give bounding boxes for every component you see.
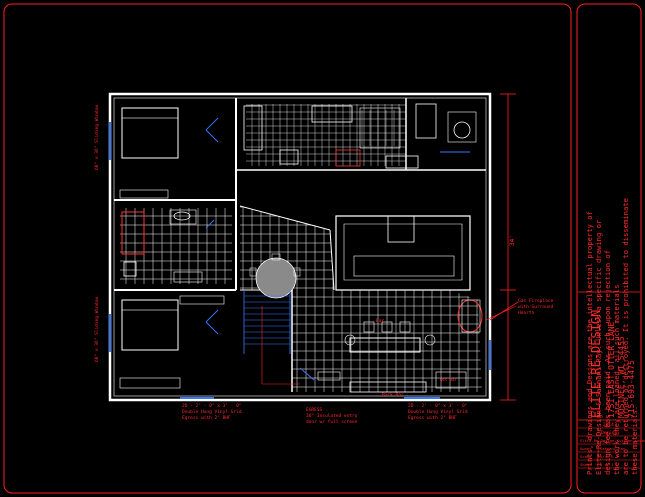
bar-label: Bar [376, 318, 384, 324]
round-table [255, 257, 297, 299]
fireplace-label-l3: Hearth [518, 310, 535, 316]
door-bottom-l1: EGRESS [306, 407, 323, 413]
svg-text:Owner: Owner [580, 446, 592, 451]
svg-text:Design: Design [601, 430, 618, 436]
toilet [123, 261, 137, 277]
bed-2 [121, 299, 179, 351]
dimension-label: 34' [509, 235, 516, 246]
svg-text:Scale: Scale [580, 454, 592, 459]
coffee-table [387, 215, 415, 243]
stairs [243, 290, 291, 354]
disclaimer-line-3: design fee has been paid. As such, upon … [603, 250, 612, 475]
address-line-1: 1751 EAST OTTER LANE [607, 321, 616, 418]
disclaimer-line-5: are to be returned or destroyed. It is p… [621, 198, 630, 475]
disclaimer-line-2: Elite-Re-Design & Sahnani Ray. Unless a … [594, 219, 603, 475]
bed1-window-label: 60" x 36" Sliding Window [94, 105, 100, 170]
svg-text:Elite-Re-Design Kitchen Lower: Elite-Re-Design Kitchen Lower [580, 438, 645, 443]
svg-text:2014: 2014 [603, 422, 614, 428]
window-bottom-left-l1: 2D - 2' - 0" x 3' - 0" [182, 403, 242, 409]
titleblock: Prints, drawings and Designs are the int… [578, 198, 645, 475]
company-name: ELITE-RE-DESIGN [589, 310, 603, 418]
window-bottom-right-l2: Double Hung Vinyl Grid [408, 409, 468, 415]
fireplace-label-l2: with Surround [518, 304, 554, 310]
titleblock-border [576, 3, 642, 494]
disclaimer-line-4: the work they are loaned, all such mater… [612, 285, 621, 475]
disclaimer-line-1: Prints, drawings and Designs are the int… [585, 211, 594, 475]
door-bottom-l2: 36" Insulated entry [306, 413, 358, 419]
tile-floor [240, 206, 482, 392]
svg-text:1/4" = 1': 1/4" = 1' [600, 454, 621, 459]
window-bottom-right-l3: Egress with 2" BHF [408, 415, 457, 421]
dimension-line [489, 93, 519, 401]
floor-plan [108, 92, 492, 402]
window-bottom-left-l2: Double Hung Vinyl Grid [182, 409, 242, 415]
doors [109, 117, 491, 399]
door-bottom-l3: door w/ full screen [306, 419, 358, 425]
bed-1 [121, 107, 179, 159]
svg-text:Sheet: Sheet [580, 462, 591, 467]
window-bottom-right-l1: 2D - 2' - 0" x 3' - 0" [408, 403, 468, 409]
address-line-2: MOSINEE, WI 54455 [617, 336, 626, 418]
exterior-walls [108, 92, 492, 402]
bath-tile [120, 208, 232, 284]
back-bar [349, 381, 427, 393]
drawing-border [3, 3, 572, 494]
sink [173, 211, 191, 221]
bed2-window-label: 60" x 36" Sliding Window [94, 297, 100, 362]
bathtub [121, 211, 145, 255]
sectional-sofa [335, 215, 471, 291]
back-bar-label: Back Bar [382, 392, 404, 398]
bath-top-tile [246, 104, 406, 166]
fireplace-label-l1: Gas Fireplace [518, 298, 554, 304]
svg-text:1 of 1: 1 of 1 [600, 462, 614, 467]
wet-bar-label: Wet Bar [440, 377, 457, 382]
shower [243, 105, 263, 151]
phone: 715-693-4475 [627, 360, 636, 418]
disclaimer-line-6: these materials. [630, 406, 639, 475]
window-bottom-left-l3: Egress with 2" BHF [182, 415, 231, 421]
svg-text:Sahnani Ray: Sahnani Ray [600, 446, 626, 451]
